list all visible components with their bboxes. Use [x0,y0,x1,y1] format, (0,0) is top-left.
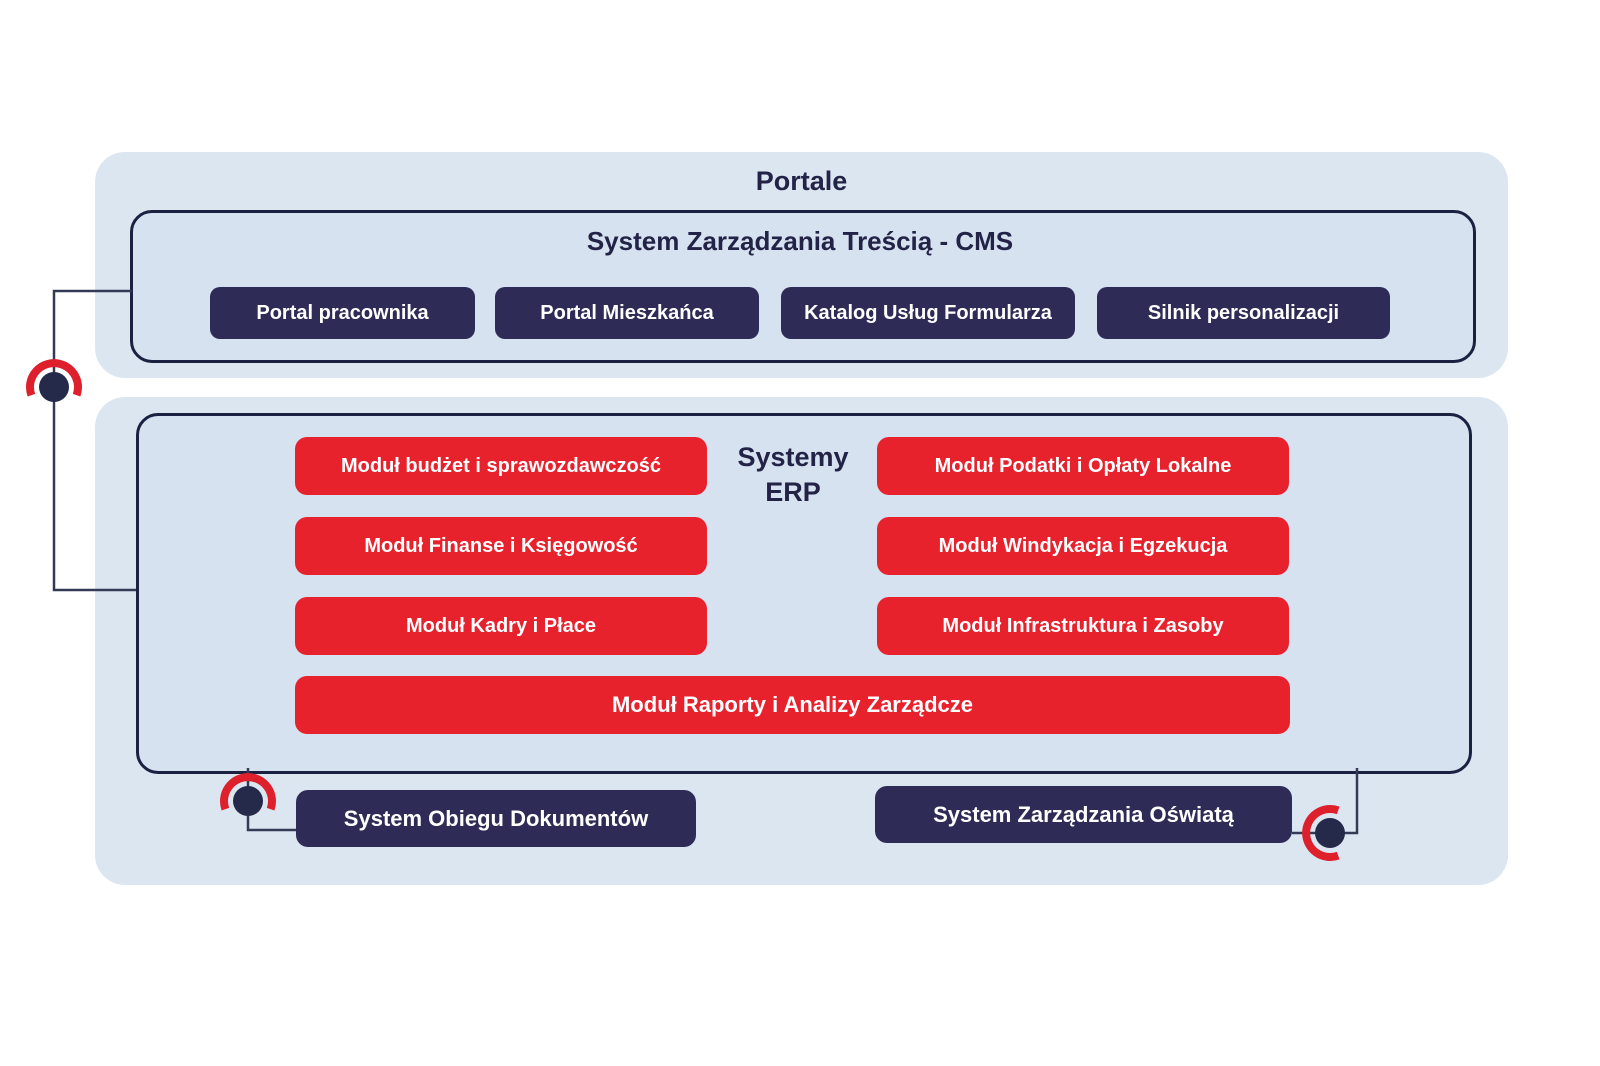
portal-pracownika-node: Portal pracownika [210,287,475,339]
erp-label-line2: ERP [765,477,821,508]
modul-kadry-node: Moduł Kadry i Płace [295,597,707,655]
modul-windykacja-node: Moduł Windykacja i Egzekucja [877,517,1289,575]
modul-budzet-node: Moduł budżet i sprawozdawczość [295,437,707,495]
connector-node-icon [39,372,69,402]
erp-label: Systemy ERP [707,440,879,510]
modul-raporty-node: Moduł Raporty i Analizy Zarządcze [295,676,1290,734]
portal-mieszkanca-node: Portal Mieszkańca [495,287,759,339]
cms-title: System Zarządzania Treścią - CMS [586,226,1014,256]
system-obiegu-dokumentow-node: System Obiegu Dokumentów [296,790,696,847]
modul-podatki-node: Moduł Podatki i Opłaty Lokalne [877,437,1289,495]
signal-arc-icon [26,359,82,397]
katalog-uslug-node: Katalog Usług Formularza [781,287,1075,339]
modul-infrastruktura-node: Moduł Infrastruktura i Zasoby [877,597,1289,655]
modul-finanse-node: Moduł Finanse i Księgowość [295,517,707,575]
system-zarzadzania-oswiata-node: System Zarządzania Oświatą [875,786,1292,843]
erp-label-line1: Systemy [737,442,849,472]
portals-title: Portale [755,166,848,196]
silnik-personalizacji-node: Silnik personalizacji [1097,287,1390,339]
